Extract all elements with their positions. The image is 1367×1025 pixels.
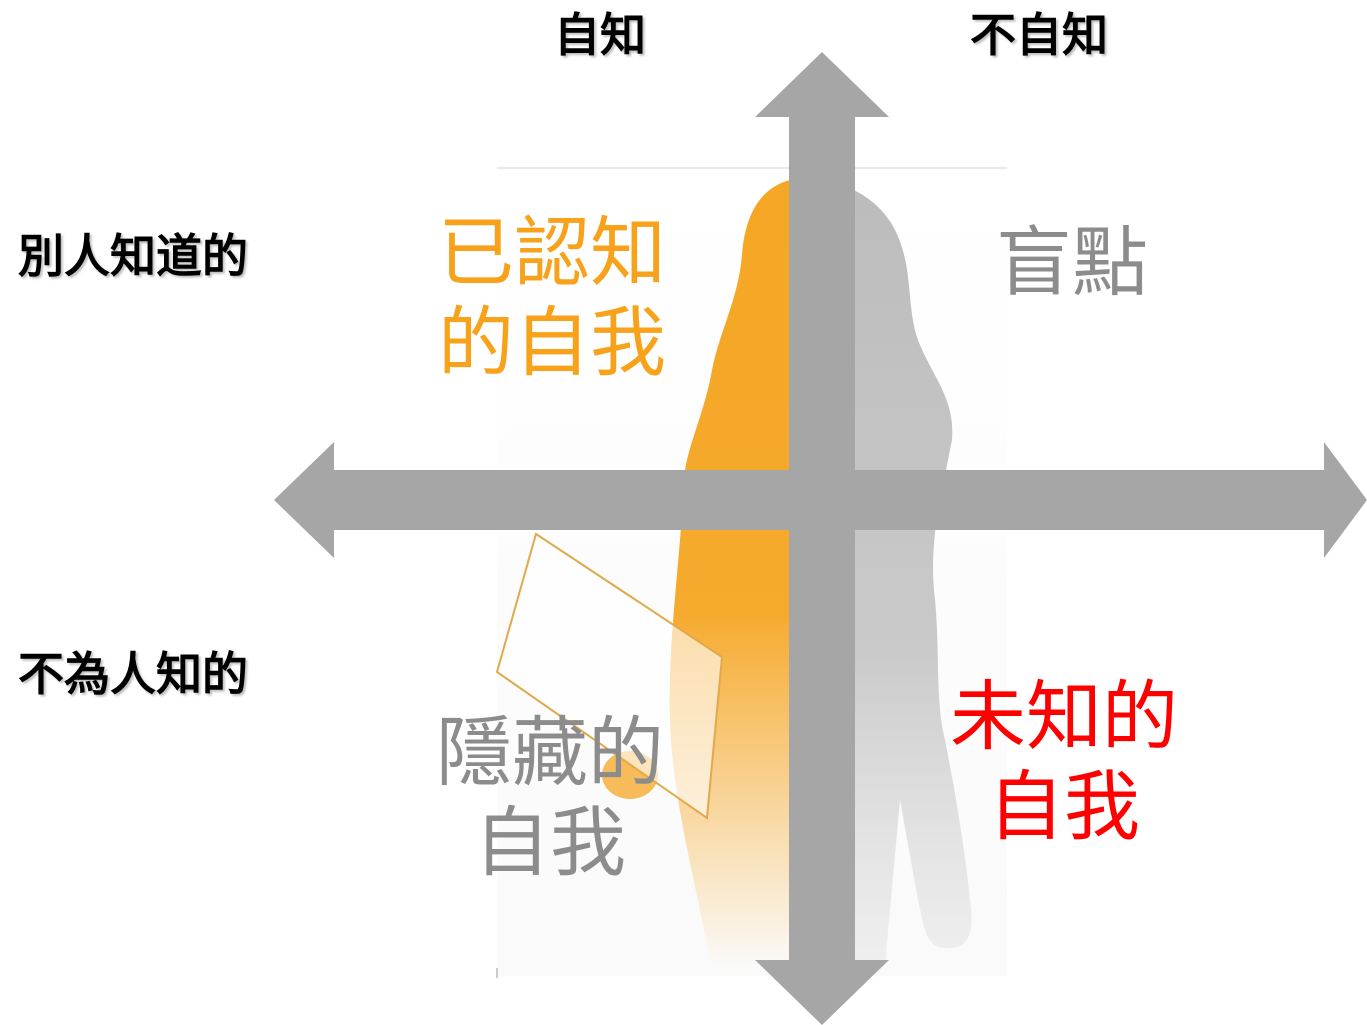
horizontal-arrow-head-left <box>274 442 334 558</box>
quadrant-open-line2: 的自我 <box>438 297 666 387</box>
quadrant-blind-line1: 盲點 <box>996 218 1148 307</box>
horizontal-arrow-head-right <box>1324 442 1367 558</box>
vertical-arrow-shaft <box>789 115 855 963</box>
vertical-arrow-head-up <box>755 52 889 117</box>
quadrant-unknown-line2: 自我 <box>988 761 1140 851</box>
column-header-not-self-aware: 不自知 <box>970 8 1108 62</box>
vertical-arrow-head-down <box>755 960 889 1025</box>
quadrant-hidden-self: 隱藏的 自我 <box>436 708 664 887</box>
horizontal-axis-arrow <box>274 442 1367 558</box>
column-header-self-aware: 自知 <box>554 8 646 62</box>
quadrant-hidden-line1: 隱藏的 <box>436 708 664 797</box>
quadrant-unknown-self: 未知的 自我 <box>950 672 1178 851</box>
quadrant-open-line1: 已認知 <box>438 208 666 297</box>
row-header-unknown-to-others: 不為人知的 <box>18 647 248 701</box>
quadrant-unknown-line1: 未知的 <box>950 672 1178 761</box>
row-header-known-to-others: 別人知道的 <box>18 229 248 283</box>
folder-outline <box>495 532 724 820</box>
vertical-axis-arrow <box>755 52 889 1025</box>
horizontal-arrow-shaft <box>334 470 1326 530</box>
quadrant-hidden-line2: 自我 <box>474 797 626 887</box>
quadrant-blind-spot: 盲點 <box>996 218 1148 308</box>
quadrant-open-self: 已認知 的自我 <box>438 208 666 387</box>
